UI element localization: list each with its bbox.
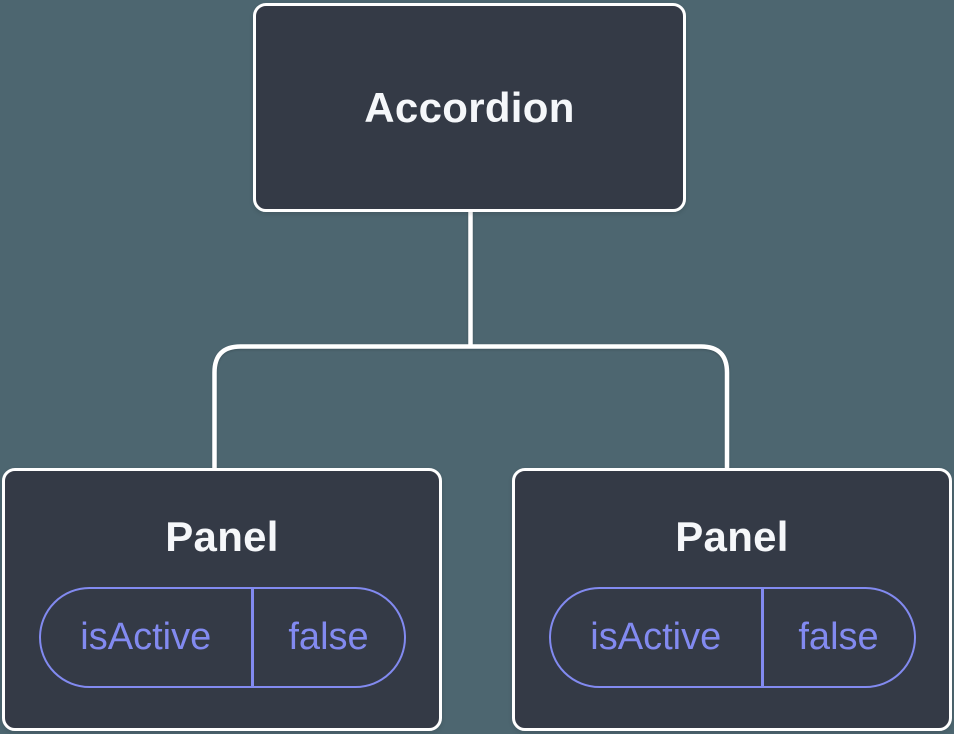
pill-divider [761, 589, 764, 686]
panel-node-left: Panel isActive false [2, 468, 442, 731]
state-value: false [798, 616, 879, 658]
state-name: isActive [80, 616, 212, 658]
branch-line [212, 344, 730, 472]
panel-label: Panel [165, 513, 279, 560]
panel-label: Panel [675, 513, 789, 560]
accordion-node: Accordion [253, 3, 686, 212]
state-pill: isActive false [38, 587, 406, 688]
panel-node-right: Panel isActive false [512, 468, 952, 731]
pill-divider [251, 589, 254, 686]
state-pill: isActive false [548, 587, 916, 688]
accordion-label: Accordion [364, 83, 575, 131]
state-name: isActive [590, 616, 722, 658]
state-value: false [288, 616, 369, 658]
